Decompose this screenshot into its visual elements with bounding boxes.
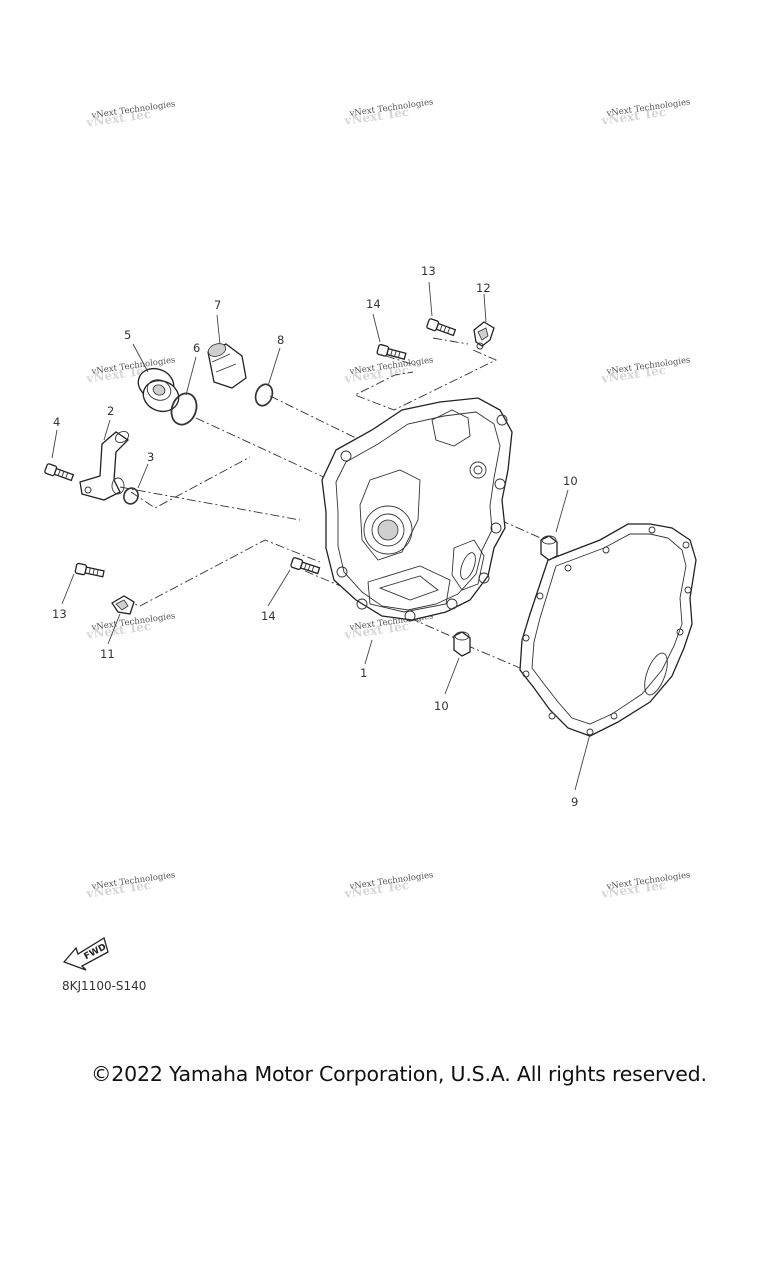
watermark: vNext Tec vNext Technologies	[343, 355, 434, 386]
dowel-pin-lower	[453, 631, 471, 657]
watermark: vNext Tec vNext Technologies	[343, 870, 434, 901]
bolt-14-upper	[376, 343, 407, 360]
callout-14-lower: 14	[261, 609, 276, 623]
o-ring-medium	[254, 383, 274, 407]
callout-1: 1	[360, 666, 367, 680]
bolt-13-upper	[426, 318, 457, 337]
callout-10-lower: 10	[434, 699, 449, 713]
callout-4: 4	[53, 415, 60, 429]
callout-14-upper: 14	[366, 297, 381, 311]
callout-13-lower: 13	[52, 607, 67, 621]
clamp-12	[473, 321, 495, 350]
filler-plug	[137, 367, 180, 413]
callout-12: 12	[476, 281, 491, 295]
leader-lines	[51, 281, 591, 791]
callouts: 1 2 3 4 5 6 7 8 9 10 10 11 12 13 13 14 1…	[52, 264, 578, 809]
watermark: vNext Tec vNext Technologies	[85, 611, 176, 642]
callout-10-upper: 10	[563, 474, 578, 488]
gasket	[519, 523, 697, 737]
clamp-11	[111, 595, 135, 615]
bolt-13-lower	[74, 562, 105, 578]
o-ring-large	[170, 392, 198, 426]
callout-3: 3	[147, 450, 154, 464]
callout-6: 6	[193, 341, 200, 355]
water-pipe	[79, 430, 130, 501]
watermark: vNext Tec vNext Technologies	[600, 97, 691, 128]
watermark: vNext Tec vNext Technologies	[85, 99, 176, 130]
callout-2: 2	[107, 404, 114, 418]
callout-8: 8	[277, 333, 284, 347]
fwd-arrow-icon: FWD	[62, 936, 109, 971]
callout-7: 7	[214, 298, 221, 312]
crankcase-cover	[321, 397, 513, 622]
dowel-pin-upper	[540, 535, 558, 561]
callout-11: 11	[100, 647, 115, 661]
copyright-notice: ©2022 Yamaha Motor Corporation, U.S.A. A…	[91, 1062, 707, 1086]
watermark: vNext Tec vNext Technologies	[600, 355, 691, 386]
callout-9: 9	[571, 795, 578, 809]
watermark: vNext Tec vNext Technologies	[600, 870, 691, 901]
plug	[207, 343, 247, 389]
watermark: vNext Tec vNext Technologies	[85, 870, 176, 901]
o-ring-small	[123, 487, 139, 505]
bolt-14-lower	[290, 557, 321, 575]
diagram-code: 8KJ1100-S140	[62, 979, 147, 993]
callout-5: 5	[124, 328, 131, 342]
callout-13-upper: 13	[421, 264, 436, 278]
bolt-4	[44, 463, 75, 482]
watermark: vNext Tec vNext Technologies	[343, 97, 434, 128]
